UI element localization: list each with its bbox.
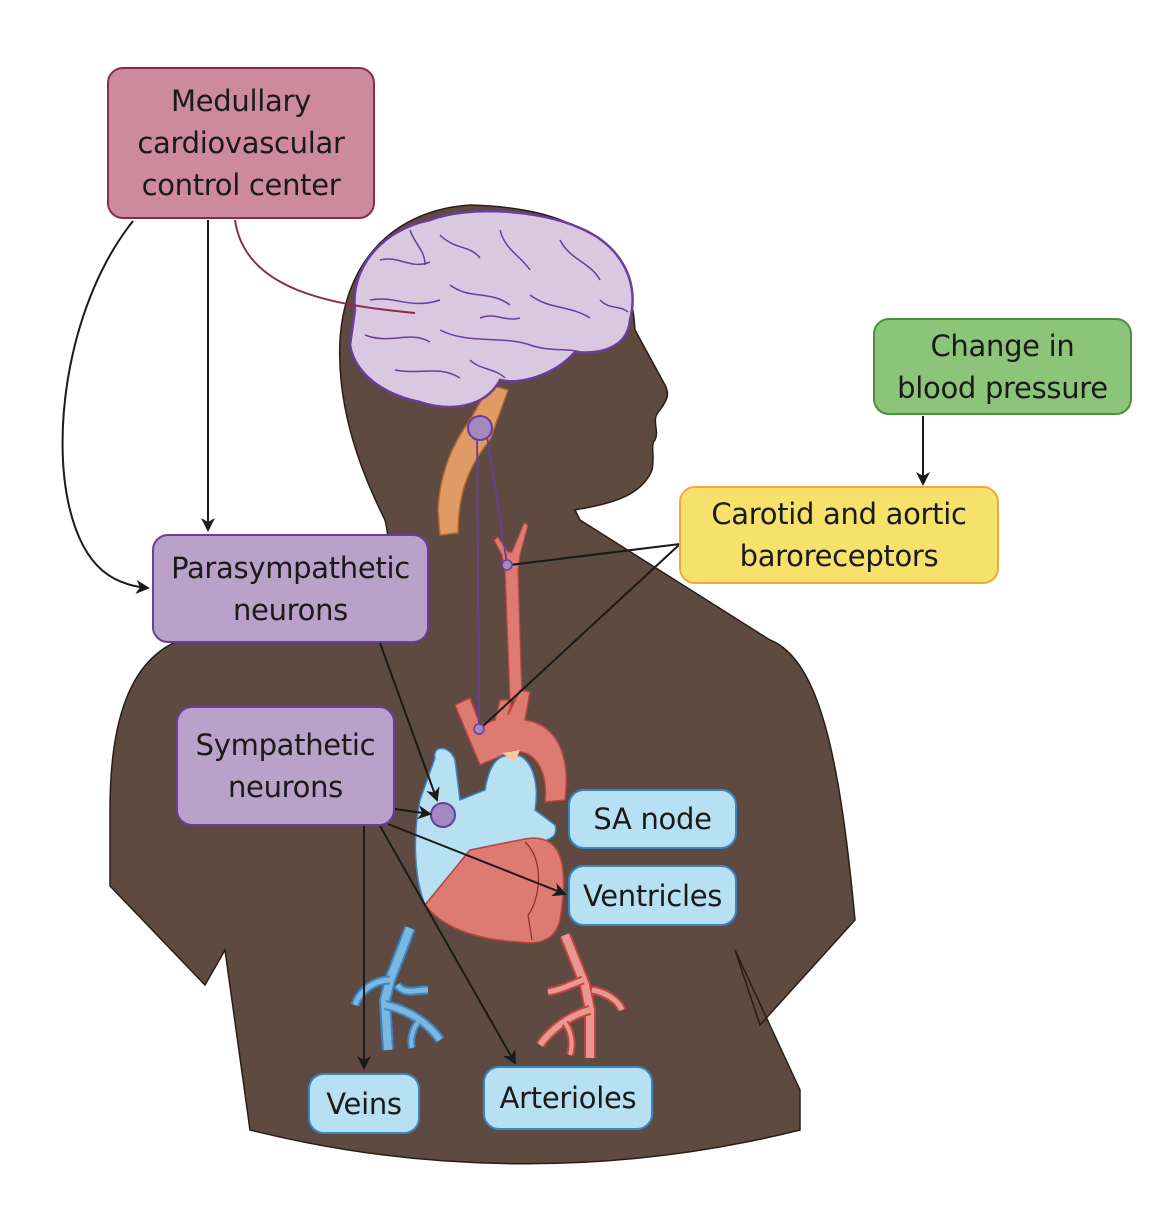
parasympathetic-neurons-box: Parasympathetic neurons	[152, 534, 429, 643]
sa-node-label: SA node	[593, 802, 712, 836]
arterioles-label: Arterioles	[499, 1081, 637, 1115]
change-in-blood-pressure-box: Change in blood pressure	[873, 318, 1132, 415]
glossopharyngeal-nerve-line	[486, 435, 508, 565]
sa-node-box: SA node	[568, 789, 737, 849]
veins-illustration	[350, 925, 445, 1051]
arrow-para-to-sa	[379, 642, 440, 802]
medullary-control-center-box: Medullary cardiovascular control center	[107, 67, 375, 219]
arterioles-illustration	[535, 932, 627, 1058]
parasympathetic-label: Parasympathetic neurons	[171, 550, 410, 627]
medullary-label: Medullary cardiovascular control center	[137, 84, 345, 202]
ventricles-box: Ventricles	[568, 865, 737, 926]
medulla-node	[467, 415, 493, 441]
baro-to-aorta-line	[481, 543, 681, 728]
arterioles-box: Arterioles	[483, 1066, 653, 1130]
arrow-medullary-to-para-curved	[61, 220, 150, 594]
arrow-symp-to-arterioles	[379, 825, 516, 1065]
baroreceptors-box: Carotid and aortic baroreceptors	[679, 486, 999, 584]
baro-to-carotid-line	[509, 543, 681, 566]
ventricles-label: Ventricles	[582, 878, 723, 913]
sympathetic-label: Sympathetic neurons	[195, 728, 376, 804]
arrow-symp-to-ventricles	[387, 823, 567, 897]
carotid-sinus-node	[501, 559, 513, 571]
veins-label: Veins	[326, 1086, 402, 1121]
sympathetic-neurons-box: Sympathetic neurons	[176, 706, 395, 826]
aortic-arch-node	[473, 723, 485, 735]
vagus-nerve-line	[476, 429, 480, 729]
baroreceptors-label: Carotid and aortic baroreceptors	[711, 497, 967, 573]
arrow-symp-to-sa	[394, 805, 432, 820]
veins-box: Veins	[308, 1073, 420, 1134]
medulla-pointer-line	[234, 219, 416, 314]
heart	[414, 689, 567, 944]
change-label: Change in blood pressure	[897, 328, 1108, 405]
brain	[348, 209, 634, 409]
sa-node-marker	[430, 802, 456, 828]
